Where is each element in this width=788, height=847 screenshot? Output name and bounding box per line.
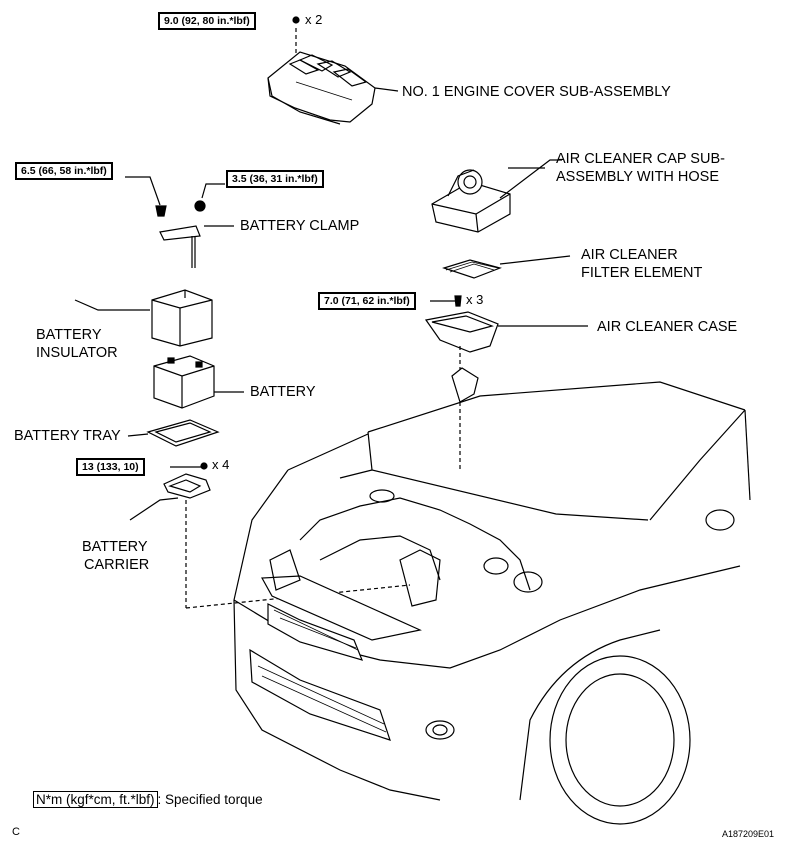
air-cleaner-cap-drawing [431, 159, 562, 233]
corner-letter: C [12, 826, 20, 838]
label-air-cleaner-cap: AIR CLEANER CAP SUB- ASSEMBLY WITH HOSE [556, 150, 725, 186]
legend-text: : Specified torque [157, 792, 263, 807]
label-air-cleaner-filter: AIR CLEANER FILTER ELEMENT [581, 246, 702, 282]
qty-engine-cover: x 2 [305, 12, 323, 27]
label-air-cleaner-filter-line1: AIR CLEANER [581, 247, 678, 263]
torque-battery-carrier: 13 (133, 10) [76, 458, 145, 476]
legend-unit-box: N*m (kgf*cm, ft.*lbf) [33, 791, 158, 808]
label-battery-insulator-line2: INSULATOR [36, 345, 118, 361]
air-cleaner-filter-drawing [442, 255, 571, 279]
label-battery: BATTERY [250, 384, 316, 400]
qty-battery-carrier: x 4 [212, 457, 230, 472]
label-battery-carrier: BATTERY CARRIER [82, 538, 149, 574]
torque-clamp-right: 3.5 (36, 31 in.*lbf) [226, 170, 324, 188]
label-battery-insulator: BATTERY INSULATOR [36, 326, 118, 362]
air-cleaner-case-drawing [424, 295, 588, 470]
label-air-cleaner-cap-line2: ASSEMBLY WITH HOSE [556, 169, 720, 185]
battery-clamp-drawing [125, 176, 234, 268]
torque-legend: N*m (kgf*cm, ft.*lbf): Specified torque [33, 791, 263, 808]
qty-air-cleaner-case: x 3 [466, 292, 484, 307]
label-battery-carrier-line1: BATTERY [82, 539, 148, 555]
label-air-cleaner-filter-line2: FILTER ELEMENT [581, 265, 703, 281]
engine-cover-drawing [267, 16, 399, 125]
label-battery-tray: BATTERY TRAY [14, 428, 121, 444]
battery-drawing [153, 355, 244, 409]
torque-clamp-left: 6.5 (66, 58 in.*lbf) [15, 162, 113, 180]
torque-air-cleaner-case: 7.0 (71, 62 in.*lbf) [318, 292, 416, 310]
label-air-cleaner-cap-line1: AIR CLEANER CAP SUB- [556, 151, 725, 167]
label-battery-insulator-line1: BATTERY [36, 327, 102, 343]
car-front-drawing [233, 367, 751, 825]
torque-engine-cover: 9.0 (92, 80 in.*lbf) [158, 12, 256, 30]
label-air-cleaner-case: AIR CLEANER CASE [597, 319, 738, 335]
battery-tray-drawing [127, 419, 220, 447]
battery-insulator-drawing [74, 289, 213, 347]
figure-id: A187209E01 [722, 829, 775, 839]
label-battery-carrier-line2: CARRIER [84, 557, 150, 573]
label-engine-cover: NO. 1 ENGINE COVER SUB-ASSEMBLY [402, 84, 671, 100]
label-battery-clamp: BATTERY CLAMP [240, 218, 360, 234]
